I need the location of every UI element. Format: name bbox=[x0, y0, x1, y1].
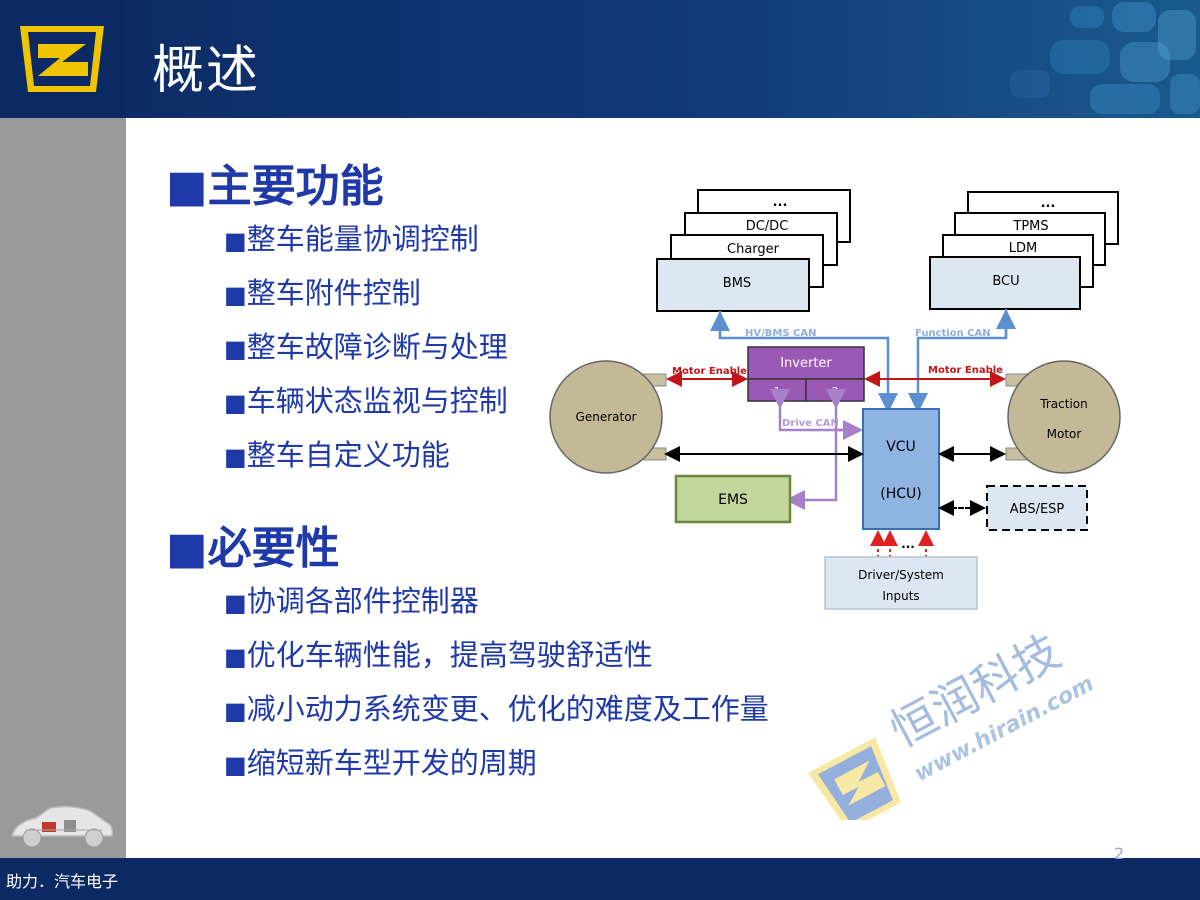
driver-inputs-box bbox=[824, 556, 978, 610]
list-item: ■优化车辆性能，提高驾驶舒适性 bbox=[224, 638, 653, 672]
inverter-port-1: 1 bbox=[774, 386, 780, 397]
car-icon bbox=[11, 805, 114, 848]
function-can-label: Function CAN bbox=[915, 328, 991, 339]
driver-inputs-label-1: Driver/System bbox=[858, 568, 944, 582]
list-item: ■整车能量协调控制 bbox=[224, 222, 479, 256]
motor-enable-right-label: Motor Enable bbox=[928, 365, 1003, 376]
bullet-icon: ■ bbox=[224, 227, 247, 255]
stack-item: LDM bbox=[1009, 241, 1037, 256]
vcu-label: VCU bbox=[886, 439, 916, 455]
stack-item: TPMS bbox=[1012, 219, 1048, 234]
inputs-more: ... bbox=[901, 537, 915, 551]
list-item: ■整车故障诊断与处理 bbox=[224, 330, 508, 364]
left-sidebar bbox=[0, 0, 126, 900]
bullet-icon: ■ bbox=[166, 523, 208, 574]
generator bbox=[549, 360, 663, 474]
stack-item: DC/DC bbox=[746, 219, 789, 234]
bullet-icon: ■ bbox=[224, 389, 247, 417]
watermark: 恒润科技 www.hirain.com bbox=[808, 624, 1098, 820]
company-logo bbox=[0, 0, 126, 118]
bullet-icon: ■ bbox=[224, 697, 247, 725]
hv-bms-can-label: HV/BMS CAN bbox=[745, 328, 816, 339]
header-decoration bbox=[1010, 2, 1200, 114]
title-bar bbox=[126, 0, 1200, 118]
list-item: ■缩短新车型开发的周期 bbox=[224, 746, 537, 780]
bullet-icon: ■ bbox=[166, 161, 208, 212]
hcu-label: (HCU) bbox=[880, 486, 921, 502]
stack-item: ... bbox=[1041, 196, 1056, 211]
bcu-box: BCU bbox=[992, 274, 1019, 289]
list-item: ■整车附件控制 bbox=[224, 276, 421, 310]
vcu-architecture-diagram: ... DC/DC Charger BMS ... TPMS LDM BCU H… bbox=[549, 189, 1121, 610]
traction-motor-label-2: Motor bbox=[1047, 427, 1082, 441]
footer-bar bbox=[0, 858, 1200, 900]
list-item: ■协调各部件控制器 bbox=[224, 584, 479, 618]
abs-esp-box bbox=[986, 485, 1088, 531]
bullet-icon: ■ bbox=[224, 443, 247, 471]
traction-motor-label-1: Traction bbox=[1039, 397, 1087, 411]
left-ecu-stack: ... DC/DC Charger BMS bbox=[656, 189, 851, 312]
list-item: ■减小动力系统变更、优化的难度及工作量 bbox=[224, 692, 769, 726]
ems-label: EMS bbox=[718, 492, 748, 508]
ems-box bbox=[674, 474, 792, 524]
motor-enable-left-label: Motor Enable bbox=[672, 366, 747, 377]
section-heading-necessity: ■必要性 bbox=[166, 523, 340, 574]
page-number: 2 bbox=[1114, 844, 1125, 863]
inverter: Inverter 1 2 bbox=[747, 346, 865, 402]
page-title: 概述 bbox=[152, 41, 261, 101]
driver-inputs-label-2: Inputs bbox=[882, 589, 919, 603]
bullet-icon: ■ bbox=[224, 643, 247, 671]
drive-can-label: Drive CAN bbox=[782, 418, 839, 429]
bullet-icon: ■ bbox=[224, 589, 247, 617]
bullet-icon: ■ bbox=[224, 751, 247, 779]
right-ecu-stack: ... TPMS LDM BCU bbox=[929, 191, 1119, 310]
bms-box: BMS bbox=[723, 276, 751, 291]
list-item: ■整车自定义功能 bbox=[224, 438, 450, 472]
traction-motor bbox=[1007, 360, 1121, 474]
vcu-box bbox=[862, 408, 940, 530]
footer-slogan: 助力．汽车电子 bbox=[6, 872, 119, 891]
list-item: ■车辆状态监视与控制 bbox=[224, 384, 508, 418]
inverter-label: Inverter bbox=[780, 356, 832, 371]
bullet-icon: ■ bbox=[224, 281, 247, 309]
stack-item: Charger bbox=[727, 242, 780, 257]
section-heading-functions: ■主要功能 bbox=[166, 161, 384, 212]
inverter-port-2: 2 bbox=[832, 386, 838, 397]
stack-item: ... bbox=[773, 195, 788, 210]
abs-esp-label: ABS/ESP bbox=[1010, 502, 1065, 517]
bullet-icon: ■ bbox=[224, 335, 247, 363]
generator-label: Generator bbox=[576, 410, 637, 424]
